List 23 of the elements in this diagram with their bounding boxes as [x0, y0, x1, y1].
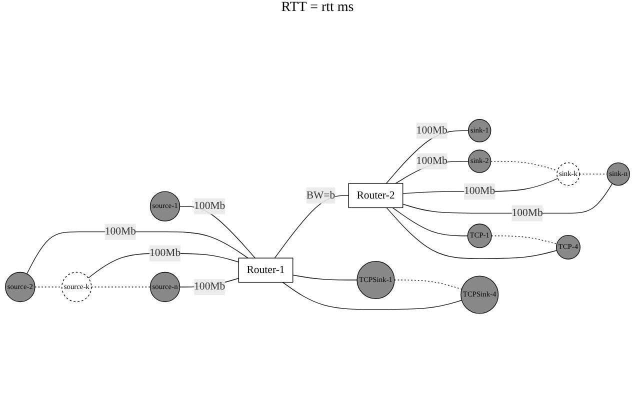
connector: [490, 160, 558, 171]
connector: [491, 235, 558, 244]
link-note: RTT = rtt ms: [281, 0, 354, 15]
connector: [392, 206, 468, 236]
connector: [34, 286, 62, 287]
edge-label: BW=b: [306, 189, 336, 201]
edge-label: 100Mb: [194, 280, 226, 292]
connector: [386, 206, 558, 258]
connector: [579, 173, 608, 174]
edge-label: 100Mb: [104, 225, 136, 237]
edge-label: 100Mb: [149, 246, 181, 258]
connector: [292, 274, 358, 280]
node-box: Router-1: [238, 257, 294, 282]
edge-label: 100Mb: [512, 206, 543, 218]
edge-label: 100Mb: [194, 200, 226, 212]
edge-label: 100Mb: [416, 124, 448, 136]
edge-label: 100Mb: [416, 154, 448, 166]
edge-label: 100Mb: [464, 184, 496, 196]
connector: [402, 182, 613, 214]
connector: [282, 282, 462, 310]
connector: [26, 231, 248, 274]
connector: [91, 286, 151, 287]
node-box: Router-2: [348, 182, 404, 208]
